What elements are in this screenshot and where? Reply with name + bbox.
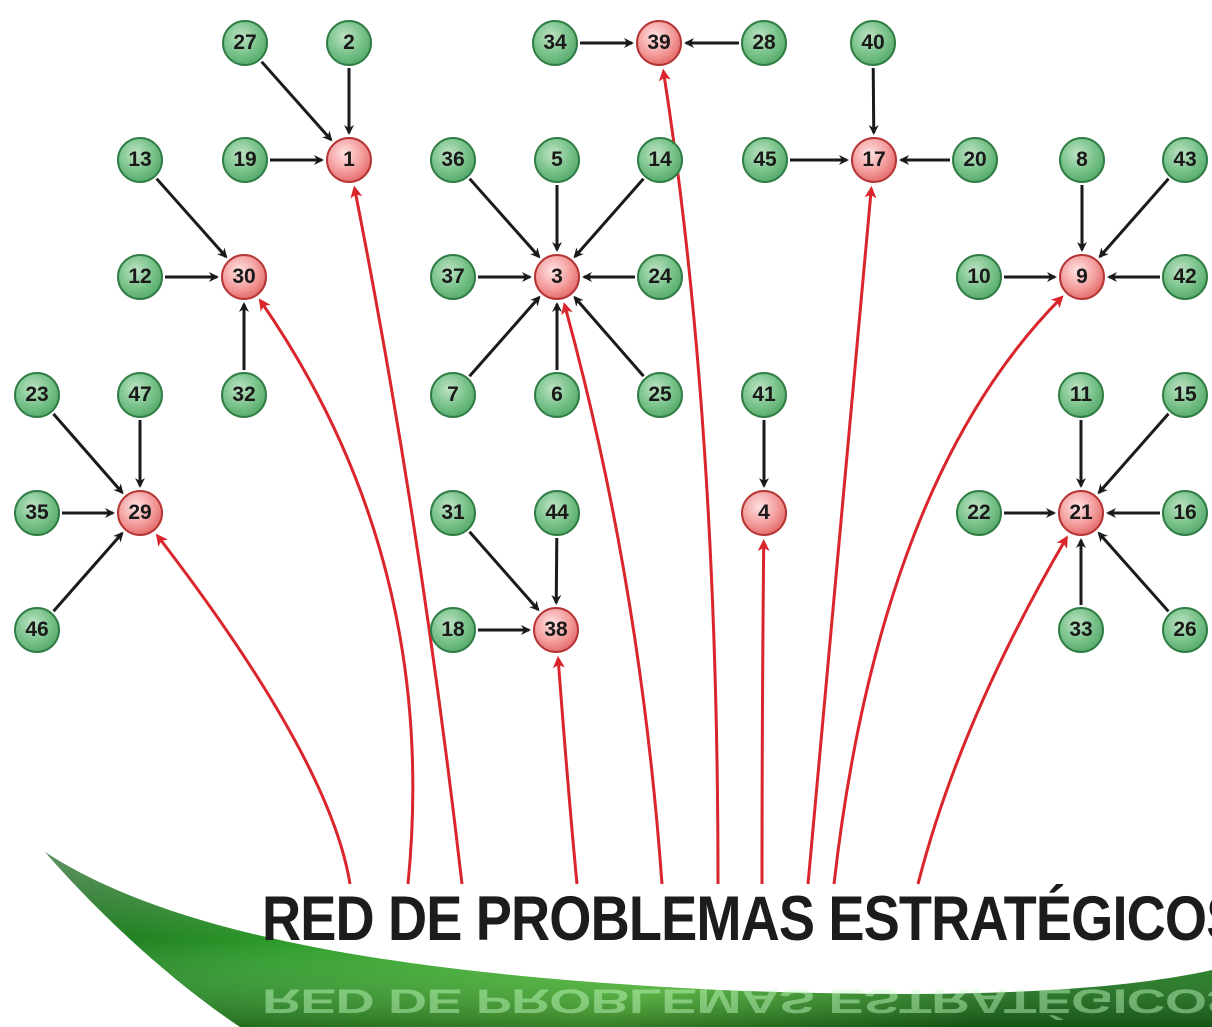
- problem-node-41: 41: [741, 372, 787, 418]
- problem-node-23: 23: [14, 372, 60, 418]
- problem-node-46: 46: [14, 607, 60, 653]
- strategic-problem-node-38: 38: [533, 607, 579, 653]
- arrow-13-to-30: [155, 177, 228, 259]
- problem-node-47: 47: [117, 372, 163, 418]
- strategic-problem-node-29: 29: [117, 490, 163, 536]
- arrow-44-to-38: [551, 537, 562, 606]
- problem-node-45: 45: [742, 137, 788, 183]
- problem-node-16: 16: [1162, 490, 1208, 536]
- arrow-14-to-3: [573, 177, 645, 259]
- arrow-31-to-38: [468, 530, 540, 612]
- problem-node-8: 8: [1059, 137, 1105, 183]
- strategic-problem-node-1: 1: [326, 137, 372, 183]
- title-arrow-to-1: [350, 185, 464, 885]
- diagram-title-reflection: RED DE PROBLEMAS ESTRATÉGICOS: [262, 981, 1212, 1021]
- strategic-problem-node-30: 30: [221, 254, 267, 300]
- problem-node-26: 26: [1162, 607, 1208, 653]
- problem-node-42: 42: [1162, 254, 1208, 300]
- problem-node-33: 33: [1058, 607, 1104, 653]
- strategic-problem-node-3: 3: [534, 254, 580, 300]
- problem-node-22: 22: [956, 490, 1002, 536]
- diagram-title: RED DE PROBLEMAS ESTRATÉGICOS: [262, 884, 1212, 954]
- problem-node-31: 31: [430, 490, 476, 536]
- strategic-problem-node-9: 9: [1059, 254, 1105, 300]
- title-arrow-to-29: [155, 533, 352, 885]
- problem-node-43: 43: [1162, 137, 1208, 183]
- problem-node-7: 7: [430, 372, 476, 418]
- problem-node-44: 44: [534, 490, 580, 536]
- problem-node-25: 25: [637, 372, 683, 418]
- arrow-36-to-3: [468, 177, 541, 259]
- problem-node-40: 40: [850, 20, 896, 66]
- title-arrow-to-3: [561, 302, 664, 885]
- problem-node-24: 24: [637, 254, 683, 300]
- strategic-problem-node-39: 39: [636, 20, 682, 66]
- arrow-7-to-3: [468, 295, 541, 378]
- title-arrow-to-9: [832, 295, 1064, 885]
- problem-node-34: 34: [532, 20, 578, 66]
- strategic-problem-node-21: 21: [1058, 490, 1104, 536]
- arrow-26-to-21: [1097, 531, 1170, 613]
- problem-node-36: 36: [430, 137, 476, 183]
- title-arrow-to-30: [258, 298, 415, 885]
- problem-node-15: 15: [1162, 372, 1208, 418]
- problem-node-35: 35: [14, 490, 60, 536]
- arrow-27-to-1: [260, 60, 333, 142]
- arrow-46-to-29: [52, 531, 124, 613]
- title-arrow-to-21: [916, 535, 1068, 885]
- arrow-25-to-3: [573, 295, 645, 378]
- problem-node-6: 6: [534, 372, 580, 418]
- problem-node-19: 19: [222, 137, 268, 183]
- problem-node-28: 28: [741, 20, 787, 66]
- problem-node-2: 2: [326, 20, 372, 66]
- arrow-43-to-9: [1098, 177, 1170, 259]
- problem-node-11: 11: [1058, 372, 1104, 418]
- problem-node-5: 5: [534, 137, 580, 183]
- title-arrow-to-4: [757, 538, 770, 885]
- problem-node-14: 14: [637, 137, 683, 183]
- problem-node-18: 18: [430, 607, 476, 653]
- arrow-40-to-17: [868, 67, 879, 136]
- problem-node-32: 32: [221, 372, 267, 418]
- title-arrow-to-38: [552, 655, 579, 885]
- arrow-23-to-29: [52, 412, 124, 495]
- arrow-15-to-21: [1097, 412, 1170, 495]
- problem-node-20: 20: [952, 137, 998, 183]
- title-arrow-to-17: [806, 185, 877, 885]
- problem-node-12: 12: [117, 254, 163, 300]
- problem-node-27: 27: [222, 20, 268, 66]
- problem-node-13: 13: [117, 137, 163, 183]
- problem-node-10: 10: [956, 254, 1002, 300]
- strategic-problem-node-4: 4: [741, 490, 787, 536]
- green-swoosh-banner: [45, 852, 1212, 1027]
- problem-node-37: 37: [430, 254, 476, 300]
- strategic-problem-node-17: 17: [851, 137, 897, 183]
